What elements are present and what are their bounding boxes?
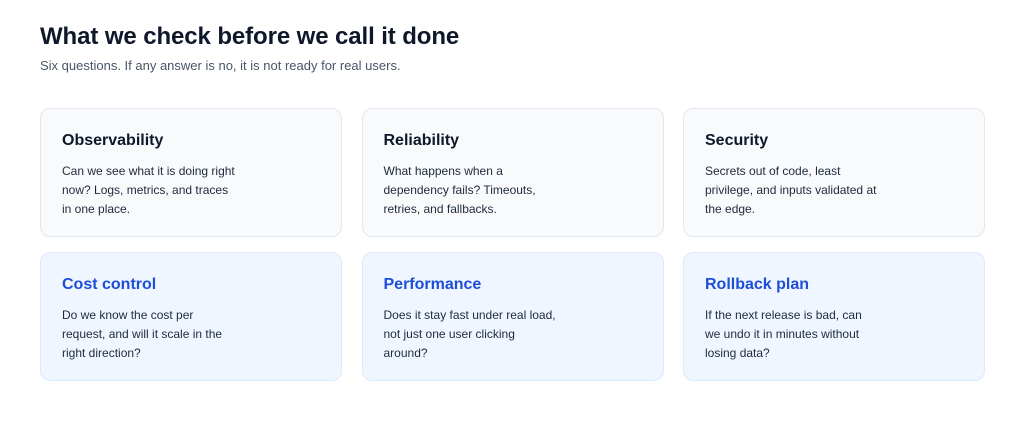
- page-title: What we check before we call it done: [40, 23, 460, 50]
- card-body: Can we see what it is doing right now? L…: [62, 164, 235, 216]
- card-title: Observability: [62, 132, 164, 149]
- card-body: Secrets out of code, least privilege, an…: [705, 164, 877, 216]
- card-title: Security: [705, 132, 769, 149]
- checklist-grid: Observability Can we see what it is doin…: [40, 108, 985, 381]
- card-rollback-plan: Rollback plan If the next release is bad…: [683, 252, 985, 381]
- card-body: What happens when a dependency fails? Ti…: [383, 164, 536, 216]
- card-body: Does it stay fast under real load, not j…: [383, 308, 556, 360]
- card-performance: Performance Does it stay fast under real…: [361, 252, 664, 381]
- card-body: If the next release is bad, can we undo …: [705, 308, 862, 360]
- card-security: Security Secrets out of code, least priv…: [683, 108, 985, 237]
- card-title: Rollback plan: [705, 276, 810, 293]
- card-title: Performance: [383, 276, 482, 293]
- card-reliability: Reliability What happens when a dependen…: [361, 108, 664, 237]
- card-body: Do we know the cost per request, and wil…: [62, 308, 223, 360]
- card-title: Cost control: [62, 276, 157, 293]
- card-cost-control: Cost control Do we know the cost per req…: [40, 252, 342, 381]
- card-title: Reliability: [383, 132, 460, 149]
- page-subtitle: Six questions. If any answer is no, it i…: [40, 58, 401, 73]
- checklist-page: What we check before we call it done Six…: [40, 22, 985, 381]
- card-observability: Observability Can we see what it is doin…: [40, 108, 342, 237]
